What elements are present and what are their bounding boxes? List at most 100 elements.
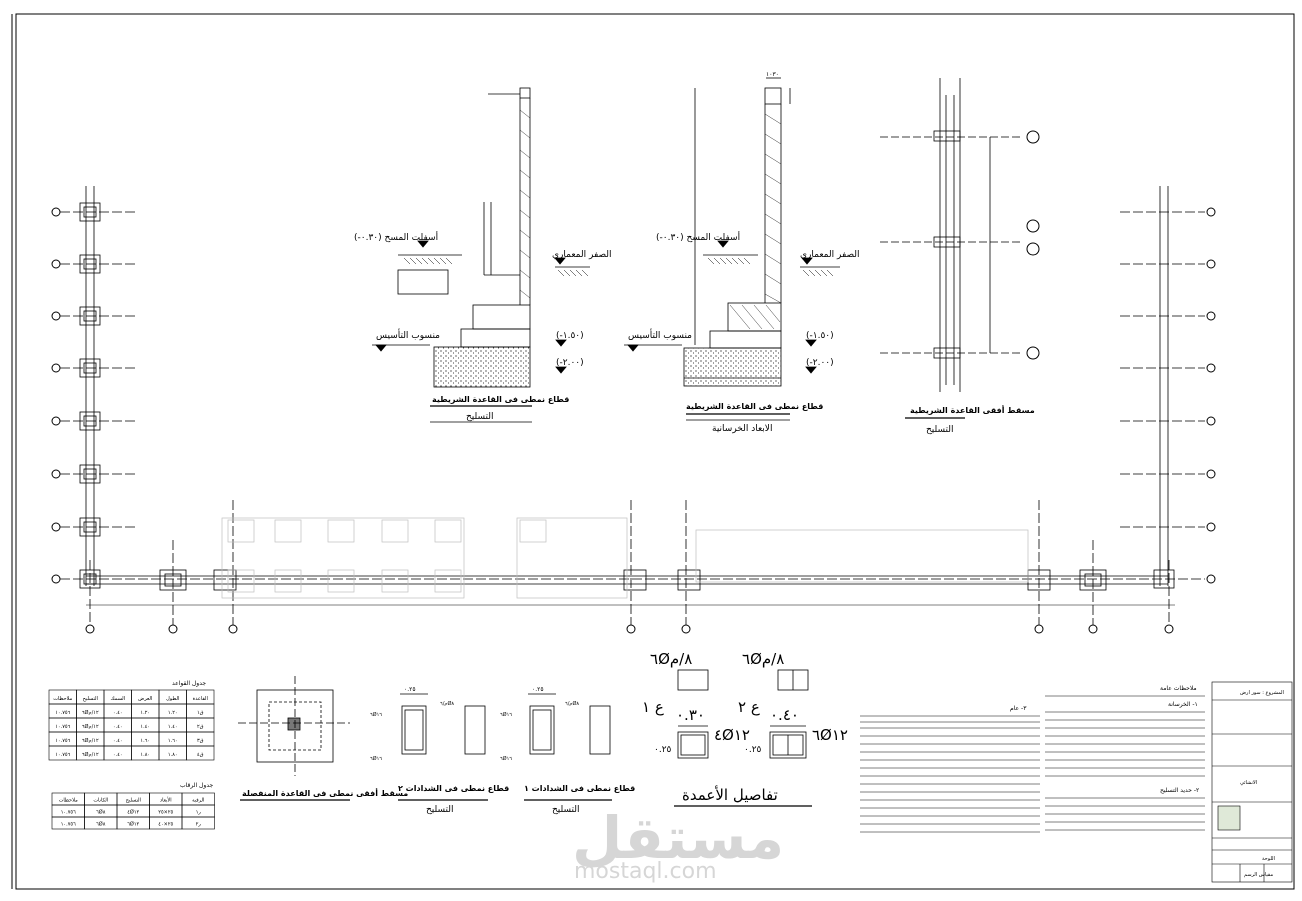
table-header-cell: ملاحظات [53, 696, 72, 702]
section2-title: قطاع نمطى فى القاعدة الشريطية [686, 402, 823, 411]
table-cell: ١.٢٠ [168, 710, 178, 716]
table-header-cell: التسليح [83, 696, 98, 702]
stirrup-label-2: ٦Ø٨/م [742, 650, 784, 668]
grid-bubble-icon [51, 259, 61, 269]
table-cell: ٤Ø١٢ [127, 808, 139, 815]
stub-sections [398, 693, 612, 801]
grid-bubble-icon [1206, 522, 1216, 532]
watermark-logo: مستقل [572, 804, 784, 872]
column-c2: ع ٢ [738, 698, 760, 716]
column-bars-2: ٦Ø١٢ [812, 726, 848, 744]
table-header-cell: العرض [138, 696, 152, 702]
table-cell: ١٠.٧٥٦ [61, 809, 76, 815]
grid-bubble-icon [1026, 346, 1040, 360]
stub-stirrup-2: م/٦Ø٨ [565, 700, 579, 707]
grid-bubble-icon [1164, 624, 1174, 634]
notes-rebar: ٢- حديد التسليح [1160, 787, 1199, 794]
grid-bubble-icon [1034, 624, 1044, 634]
asphalt-label-2: (-٠.٣٠) أسفلت المسح [656, 231, 740, 243]
foundation-level-2: منسوب التأسيس [628, 328, 692, 341]
level-b: (-٢.٠٠) [556, 358, 584, 368]
table-cell-border [51, 816, 85, 830]
strip-footing-plan [880, 78, 1020, 419]
grid-bubble-icon [228, 624, 238, 634]
grid-bubble-icon [1206, 259, 1216, 269]
foundation-layout [60, 186, 1205, 625]
necks-table: الرقبةالأبعادالتسليحالكاناتملاحظاتر١٢٥×٢… [51, 792, 215, 830]
table-cell: ٦Ø١٢/م [82, 709, 99, 716]
plan-subtitle: التسليح [926, 425, 954, 435]
table-cell: ق٢ [197, 724, 204, 730]
level-c: (-١.٥٠) [806, 331, 834, 341]
grid-bubble-icon [626, 624, 636, 634]
faint-building-outline [221, 517, 1029, 599]
column-bars-1: ٤Ø١٢ [714, 726, 750, 744]
grid-bubble-icon [1206, 416, 1216, 426]
title-block [1211, 681, 1293, 883]
column-details-title: تفاصيل الأعمدة [682, 785, 778, 804]
asphalt-label-1: (-٠.٣٠) أسفلت المسح [354, 231, 438, 243]
table-header-cell: الطول [166, 696, 179, 702]
grid-bubble-icon [681, 624, 691, 634]
zero-label-1: الصفر المعماري [552, 250, 612, 260]
table-cell: ٦Ø٨ [96, 808, 106, 815]
grid-bubble-icon [51, 363, 61, 373]
stub-rebar-bot-1: ٦Ø١٦ [370, 755, 382, 762]
grid-bubble-icon [51, 311, 61, 321]
footing-table-title: جدول القواعد [172, 680, 206, 687]
table-cell: ق٣ [197, 738, 204, 744]
zero-label-2: الصفر المعماري [800, 250, 860, 260]
foundation-grid-bubbles [51, 207, 1216, 634]
table-header-cell: السمك [111, 696, 125, 702]
section-dimensions [624, 77, 840, 421]
table-cell: ٢٥×٢٥ [158, 809, 173, 815]
table-cell: ١٠.٧٥٦ [55, 724, 70, 730]
table-cell: ٦Ø١٢/م [82, 737, 99, 744]
notes-concrete: ١- الخرسانة [1168, 701, 1198, 708]
stub-rebar-top-2: ٦Ø١٦ [500, 711, 512, 718]
table-cell: ٦Ø١٢/م [82, 751, 99, 758]
section2-subtitle: الابعاد الخرسانية [712, 424, 772, 434]
column-details [674, 669, 812, 807]
grid-bubble-icon [51, 522, 61, 532]
grid-bubble-icon [1206, 363, 1216, 373]
section1-title: قطاع نمطى فى القاعدة الشريطية [432, 395, 569, 404]
table-header-cell: الأبعاد [160, 796, 172, 803]
tb-project: المشروع : سور ارض [1240, 690, 1284, 696]
table-cell: ١٠.٧٥٦ [55, 738, 70, 744]
table-cell: ٠.٤٠ [113, 710, 123, 716]
stub-dim-2: ٠.٢٥ [532, 686, 544, 693]
stub2-title: قطاع نمطى فى الشدادات ٢ [398, 784, 509, 793]
necks-table-title: جدول الرقاب [180, 782, 213, 789]
grid-bubble-icon [1206, 469, 1216, 479]
table-header-cell: التسليح [126, 797, 141, 803]
table-header-cell: الكانات [93, 797, 108, 803]
column-dim-40: ٠.٤٠ [770, 706, 799, 724]
table-cell: ر٢ [196, 821, 202, 827]
table-cell: ١.٨٠ [140, 752, 150, 758]
stub-stirrup-1: م/٦Ø٨ [440, 700, 454, 707]
table-header-cell: القاعدة [193, 696, 208, 702]
table-cell: ق١ [197, 710, 204, 716]
table-header-cell: الرقبة [192, 797, 204, 803]
table-cell: ٦Ø١٢/م [82, 723, 99, 730]
stub1-title: قطاع نمطى فى الشدادات ١ [524, 784, 635, 793]
general-notes [860, 695, 1205, 833]
notes-heading: ملاحظات عامة [1160, 685, 1197, 692]
grid-bubble-icon [51, 416, 61, 426]
grid-bubble-icon [1206, 207, 1216, 217]
table-cell: ١٠.٧٥٦ [55, 710, 70, 716]
table-cell-border [48, 745, 77, 761]
column-dim-30: ٠.٣٠ [676, 706, 705, 724]
table-cell: ر١ [196, 809, 202, 815]
table-cell: ٠.٤٠ [113, 724, 123, 730]
plan-grid-bubbles [1026, 130, 1040, 360]
tb-scale: مقياس الرسم [1244, 872, 1273, 878]
tb-drawing: الانشائي [1240, 780, 1257, 786]
stirrup-label-1: ٦Ø٨/م [650, 650, 692, 668]
stub-rebar-bot-2: ٦Ø١٦ [500, 755, 512, 762]
top-dimension: ١٠٣٠ [766, 71, 779, 78]
column-dim-25a: ٠.٢٥ [654, 745, 672, 755]
sheet-border [15, 13, 1295, 890]
